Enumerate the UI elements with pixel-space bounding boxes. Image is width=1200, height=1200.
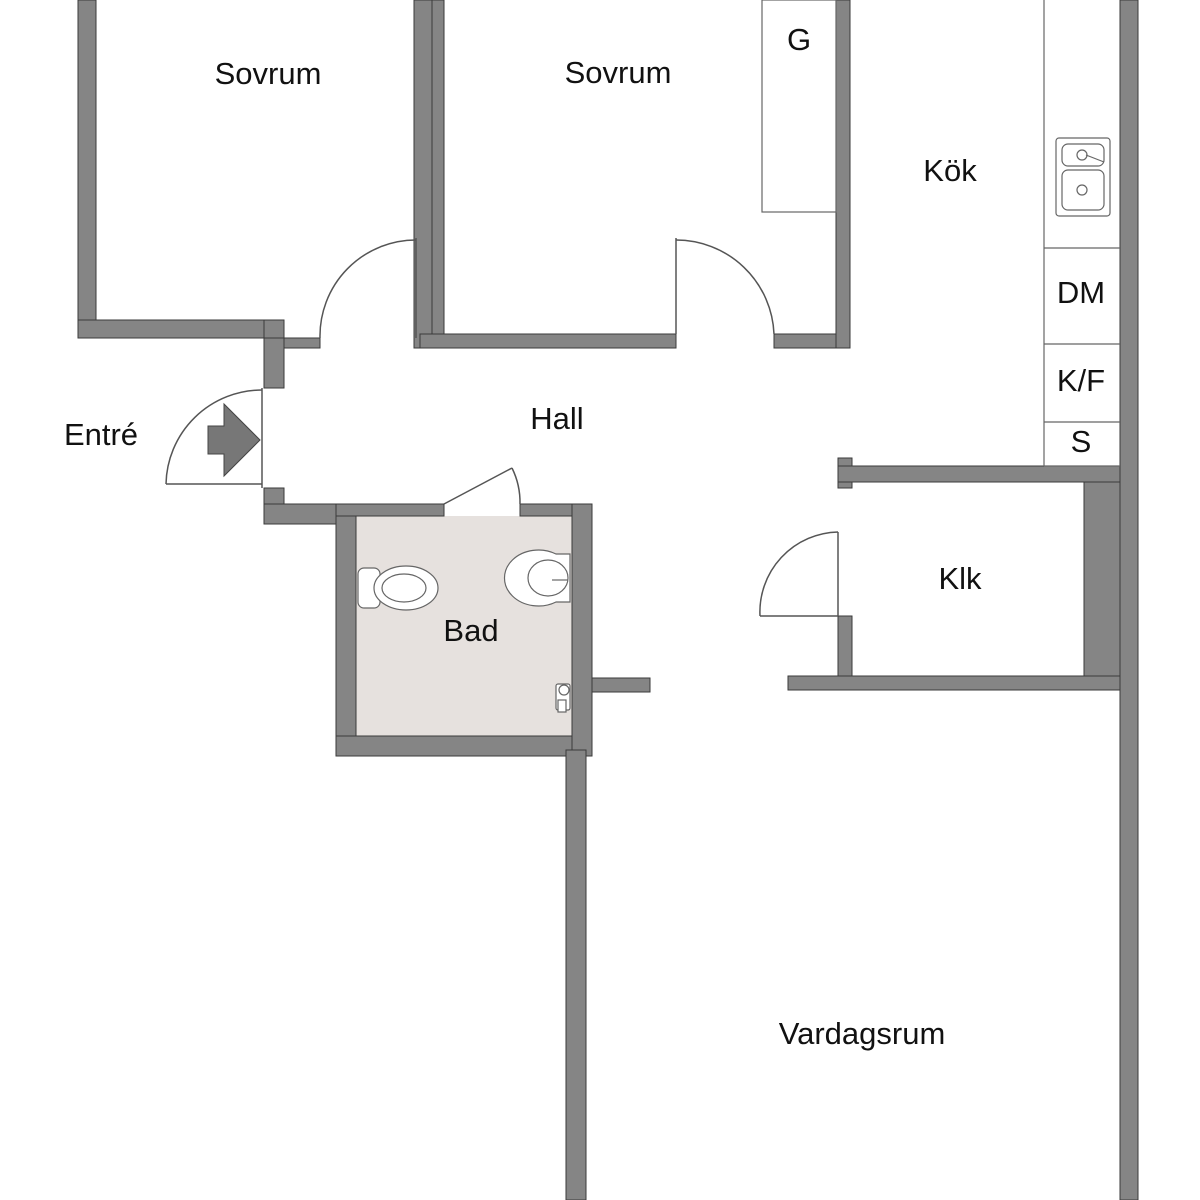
room-label-sovrum-2: Sovrum bbox=[565, 55, 672, 90]
room-label-bad: Bad bbox=[443, 613, 498, 648]
door-bedroom-2 bbox=[675, 238, 775, 335]
floor-drain-icon bbox=[555, 683, 571, 713]
room-label-vardagsrum: Vardagsrum bbox=[779, 1016, 946, 1051]
room-label-entre: Entré bbox=[64, 417, 138, 452]
toilet-icon bbox=[357, 565, 439, 611]
appliance-label-dm: DM bbox=[1057, 275, 1105, 310]
wardrobe bbox=[761, 0, 837, 213]
room-label-hall: Hall bbox=[530, 401, 583, 436]
door-entrance bbox=[165, 388, 263, 488]
entrance-arrow-icon bbox=[207, 402, 261, 478]
appliance-label-s: S bbox=[1071, 424, 1092, 459]
door-bedroom-1 bbox=[319, 238, 417, 339]
washbasin-icon bbox=[503, 549, 571, 607]
walls bbox=[77, 0, 1139, 1200]
room-label-garderob: G bbox=[787, 22, 811, 57]
room-label-klk: Klk bbox=[938, 561, 982, 596]
appliance-label-kf: K/F bbox=[1057, 363, 1105, 398]
room-label-kok: Kök bbox=[923, 153, 977, 188]
kitchen-counter bbox=[1043, 0, 1120, 467]
room-label-sovrum-1: Sovrum bbox=[215, 56, 322, 91]
door-klk bbox=[759, 531, 839, 617]
door-bathroom bbox=[443, 467, 521, 505]
kitchen-sink-icon bbox=[1055, 137, 1111, 217]
